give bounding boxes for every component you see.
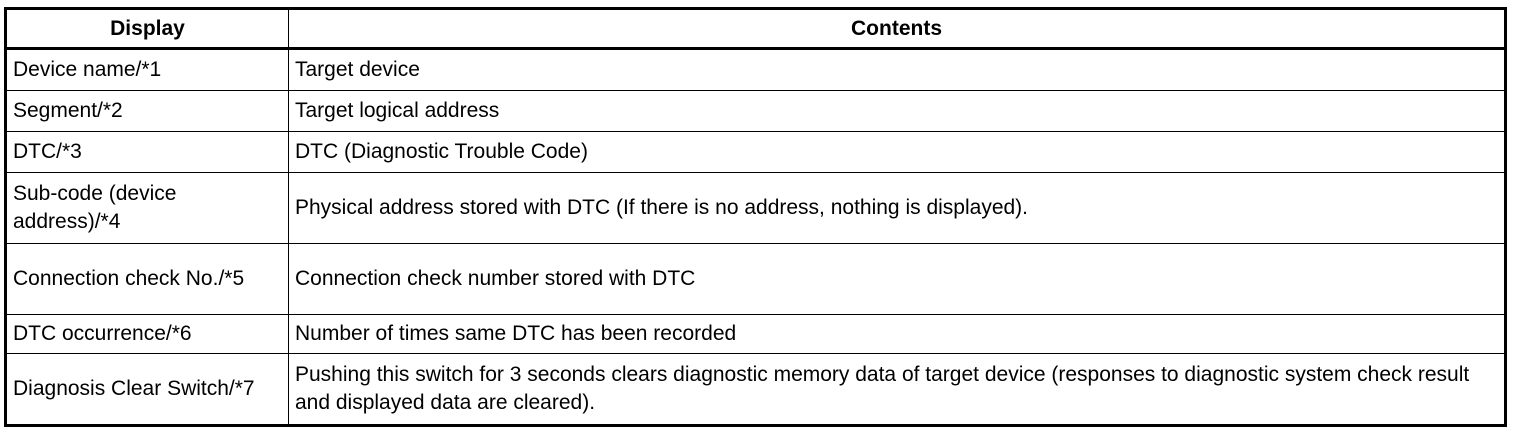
contents-cell: Target logical address [288, 90, 1506, 132]
contents-cell: DTC (Diagnostic Trouble Code) [288, 131, 1506, 173]
display-cell: Diagnosis Clear Switch/*7 [5, 353, 289, 426]
header-contents: Contents [288, 8, 1506, 50]
contents-cell: Number of times same DTC has been record… [288, 314, 1506, 354]
table-row: Segment/*2 Target logical address [5, 90, 1506, 132]
header-display: Display [5, 8, 289, 50]
contents-cell: Target device [288, 48, 1506, 91]
contents-cell: Physical address stored with DTC (If the… [288, 172, 1506, 244]
display-cell: Connection check No./*5 [5, 243, 289, 315]
display-cell: DTC occurrence/*6 [5, 314, 289, 354]
display-cell: DTC/*3 [5, 131, 289, 173]
display-cell: Sub-code (device address)/*4 [5, 172, 289, 244]
table-header-row: Display Contents [5, 8, 1506, 50]
contents-cell: Connection check number stored with DTC [288, 243, 1506, 315]
table-row: Connection check No./*5 Connection check… [5, 243, 1506, 315]
table-row: Sub-code (device address)/*4 Physical ad… [5, 172, 1506, 244]
contents-cell: Pushing this switch for 3 seconds clears… [288, 353, 1506, 426]
table-row: Diagnosis Clear Switch/*7 Pushing this s… [5, 353, 1506, 426]
table-row: DTC/*3 DTC (Diagnostic Trouble Code) [5, 131, 1506, 173]
display-cell: Segment/*2 [5, 90, 289, 132]
display-cell: Device name/*1 [5, 48, 289, 91]
table-row: DTC occurrence/*6 Number of times same D… [5, 314, 1506, 354]
display-contents-table: Display Contents Device name/*1 Target d… [4, 7, 1507, 427]
table-row: Device name/*1 Target device [5, 48, 1506, 91]
